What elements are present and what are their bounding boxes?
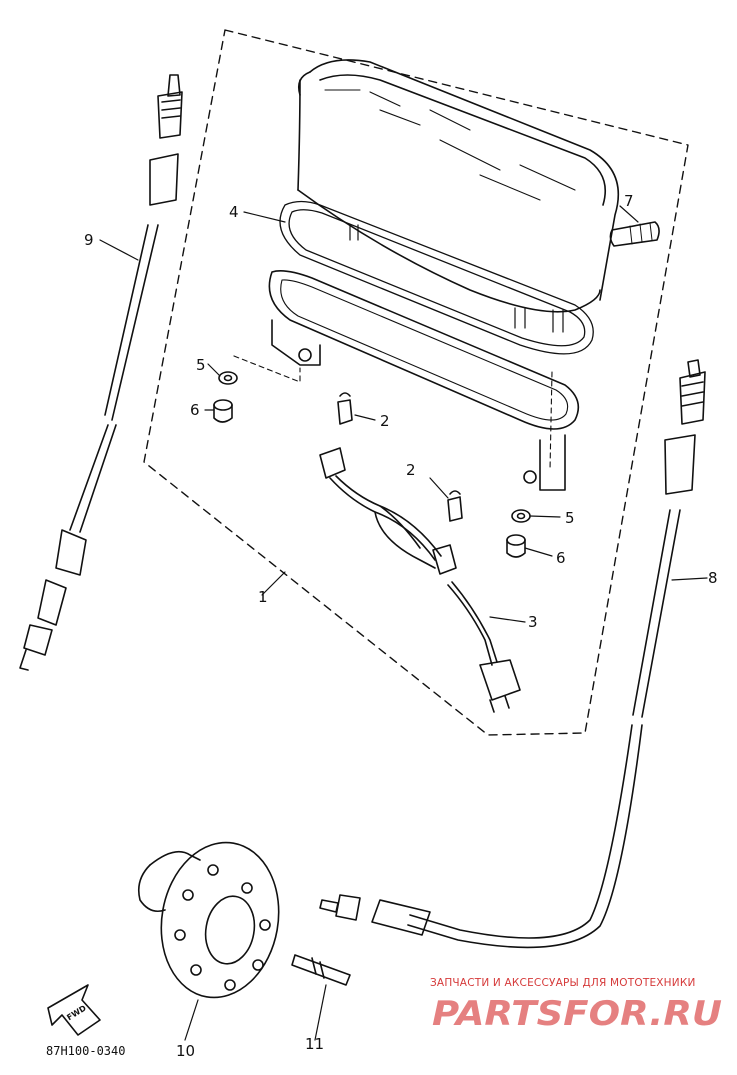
watermark-logo: PARTSFOR.RU xyxy=(432,994,722,1034)
meter-housing xyxy=(297,59,620,333)
watermark-tagline: ЗАПЧАСТИ И АКСЕССУАРЫ ДЛЯ МОТОТЕХНИКИ xyxy=(430,977,696,989)
gasket-ring xyxy=(279,200,594,355)
nut-right xyxy=(506,534,526,558)
speedometer-cable-left xyxy=(19,74,183,671)
rubber-washer-right xyxy=(511,509,531,523)
callout-1: 1 xyxy=(258,588,268,606)
speedometer-cable-right xyxy=(319,359,706,949)
fwd-label: FWD xyxy=(65,1003,88,1022)
reset-knob xyxy=(609,221,660,247)
assembly-boundary xyxy=(143,29,689,736)
fwd-arrow-icon xyxy=(47,984,101,1036)
callout-5-right: 5 xyxy=(565,509,575,527)
indicator-bulb-upper xyxy=(337,392,353,425)
nut-left xyxy=(213,399,233,423)
callout-3: 3 xyxy=(528,613,538,631)
drive-pin xyxy=(291,954,351,986)
callout-9: 9 xyxy=(84,231,94,249)
callout-2-upper: 2 xyxy=(380,412,390,430)
callout-2-lower: 2 xyxy=(406,461,416,479)
mounting-bracket xyxy=(268,270,580,491)
callout-5-left: 5 xyxy=(196,356,206,374)
wire-harness xyxy=(319,447,521,713)
callout-11: 11 xyxy=(305,1035,324,1053)
callout-10: 10 xyxy=(176,1042,195,1060)
rubber-washer-left xyxy=(218,371,238,385)
indicator-bulb-lower xyxy=(447,490,463,522)
callout-4: 4 xyxy=(229,203,239,221)
drawing-code: 87H100-0340 xyxy=(46,1044,125,1058)
callout-7: 7 xyxy=(624,192,634,210)
callout-6-right: 6 xyxy=(556,549,566,567)
meter-gear-unit xyxy=(137,841,280,999)
leader-lines xyxy=(99,205,708,1041)
callout-6-left: 6 xyxy=(190,401,200,419)
callout-8: 8 xyxy=(708,569,718,587)
